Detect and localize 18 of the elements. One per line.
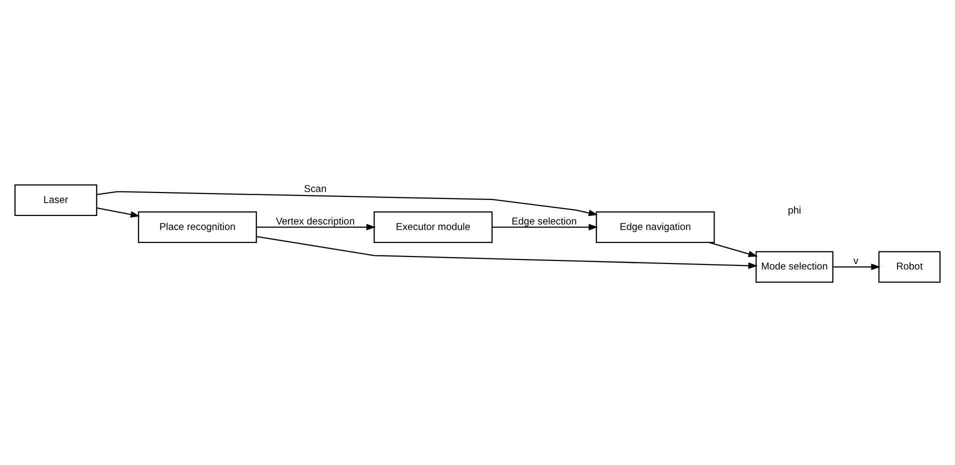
node-box: Mode selection	[756, 250, 834, 282]
arrow	[256, 236, 758, 268]
node-box: Laser	[14, 184, 98, 216]
arrow	[833, 263, 881, 270]
arrow	[708, 241, 758, 257]
node-box: Edge navigation	[596, 210, 715, 242]
edge-label: v	[853, 256, 858, 267]
arrow	[96, 206, 140, 218]
edge-label: Scan	[304, 183, 327, 194]
edge-label: Vertex description	[276, 216, 355, 227]
label: phi	[788, 204, 802, 216]
edge-label: Edge selection	[512, 216, 577, 227]
arrow	[256, 223, 376, 230]
arrow	[96, 190, 598, 216]
arrow	[492, 223, 598, 230]
node-box: Robot	[878, 250, 941, 282]
node-box: Place recognition	[138, 210, 257, 242]
node-box: Executor module	[374, 210, 493, 242]
